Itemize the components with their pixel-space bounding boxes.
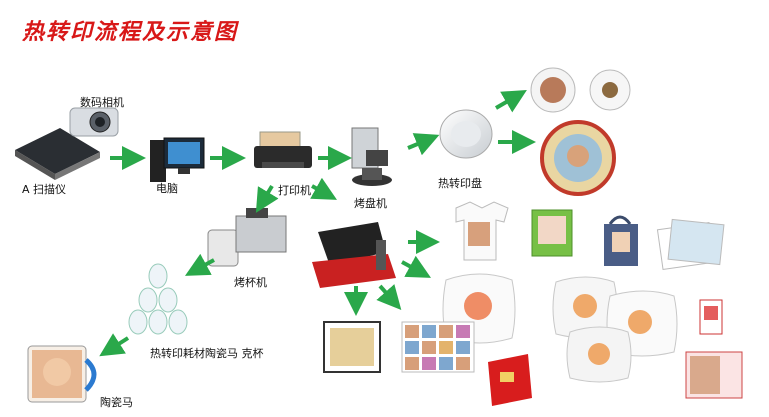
photo-card-image xyxy=(685,351,743,399)
decorated-plate-image xyxy=(540,120,616,196)
printer-image xyxy=(254,131,312,168)
heat-press-image xyxy=(312,222,396,288)
arrow-mug-press-to-mugs xyxy=(184,253,215,276)
photo-mug-image xyxy=(27,345,97,403)
card-image xyxy=(699,299,723,335)
label-plate: 热转印盘 xyxy=(438,177,482,190)
green-frame-image xyxy=(531,209,573,257)
camera-image xyxy=(69,107,119,137)
tote-bag-image xyxy=(604,215,638,266)
label-printer: 打印机 xyxy=(278,184,311,197)
label-consumables: 热转印耗材陶瓷马 克杯 xyxy=(150,347,264,360)
arrow-mugs-to-photo-mug xyxy=(99,333,130,357)
label-plate-press: 烤盘机 xyxy=(354,197,387,210)
label-mug-press: 烤杯机 xyxy=(234,276,267,289)
arrow-printer-to-heat-press xyxy=(310,177,337,200)
arrow-heat-press-to-pillow xyxy=(401,255,432,278)
stand-plate-image xyxy=(589,69,631,111)
diagram-title: 热转印流程及示意图 xyxy=(22,19,239,45)
label-mug: 陶瓷马 xyxy=(100,396,133,409)
framed-photo-image xyxy=(323,321,381,373)
photo-prints-image xyxy=(656,218,725,270)
scanner-image xyxy=(15,128,100,180)
arrow-plate-to-photo-plate xyxy=(494,89,527,113)
blank-plate-image xyxy=(439,109,493,159)
flow-arrows xyxy=(99,89,536,357)
photo-plate-image xyxy=(530,67,576,113)
photo-book-image xyxy=(488,354,532,406)
cartoon-pillows-image xyxy=(552,276,678,383)
label-scanner: A 扫描仪 xyxy=(22,183,67,196)
label-camera: 数码相机 xyxy=(80,96,124,109)
label-computer: 电脑 xyxy=(156,182,178,195)
blank-mugs-image xyxy=(128,263,188,335)
arrow-heat-press-to-collage xyxy=(376,284,402,310)
mug-press-image xyxy=(207,208,287,267)
arrow-plate-press-to-plate xyxy=(407,133,440,156)
plate-press-image xyxy=(351,127,392,186)
arrow-printer-to-mug-press xyxy=(255,184,279,213)
tshirt-image xyxy=(455,201,509,261)
photo-collage-image xyxy=(401,321,475,373)
computer-image xyxy=(150,137,205,182)
